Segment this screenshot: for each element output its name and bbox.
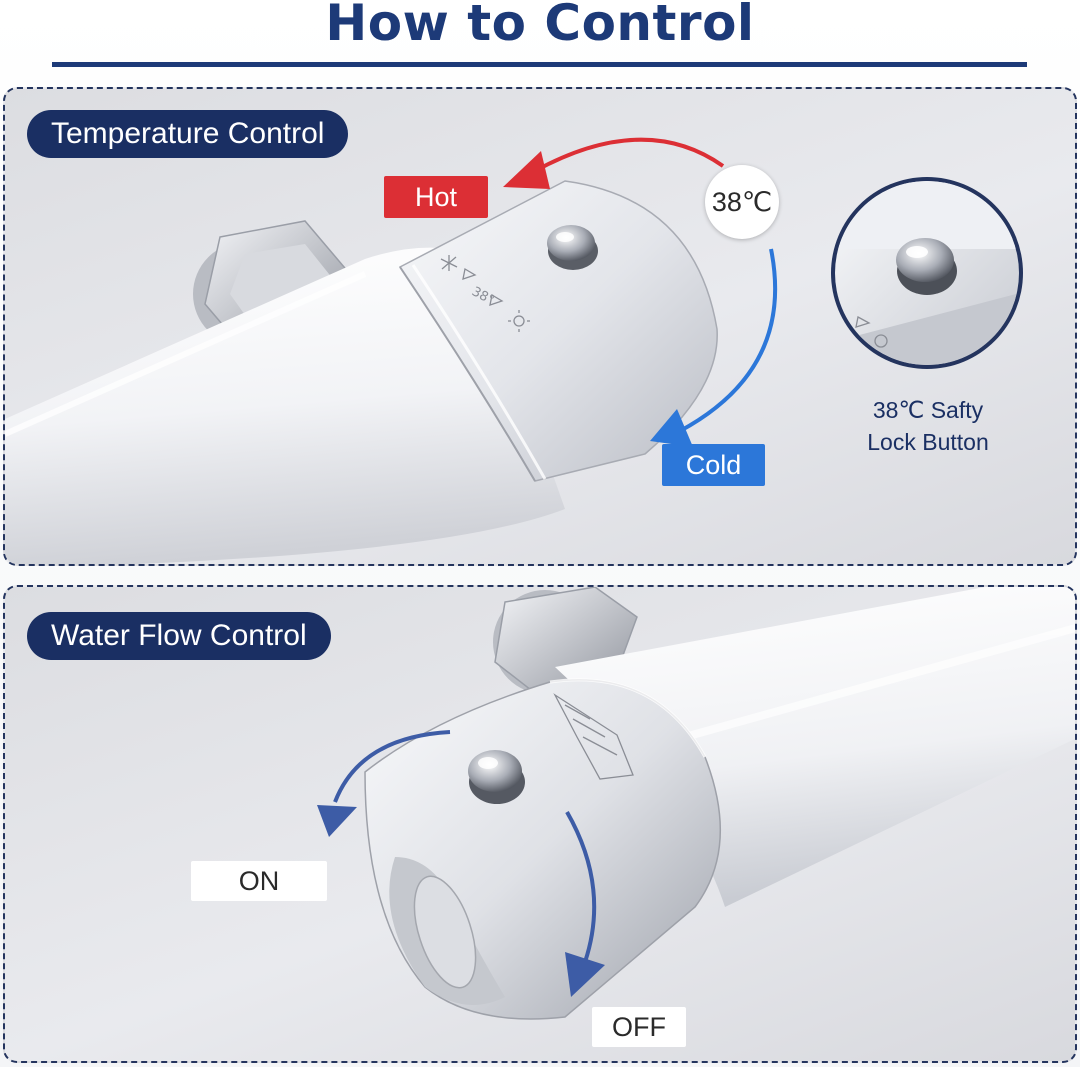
temperature-control-label: Temperature Control xyxy=(27,110,349,158)
flow-knob[interactable] xyxy=(364,678,722,1020)
water-flow-control-label: Water Flow Control xyxy=(27,612,331,660)
hot-label: Hot xyxy=(384,176,488,218)
page-title: How to Control xyxy=(325,0,755,52)
hot-direction-arrow xyxy=(503,137,725,189)
lock-caption-line1: 38℃ Safty xyxy=(872,397,984,423)
water-flow-control-panel: Water Flow Control ON OFF xyxy=(3,585,1077,1063)
safety-lock-button[interactable] xyxy=(547,225,598,270)
triangle-arrow-icon xyxy=(462,267,477,280)
lock-button-closeup xyxy=(831,177,1023,369)
flow-button[interactable] xyxy=(468,750,525,804)
temperature-control-panel: 38° xyxy=(3,87,1077,566)
temperature-knob[interactable] xyxy=(398,180,718,482)
on-direction-arrow xyxy=(317,730,451,837)
thermostat-illustration: 38° xyxy=(5,137,1023,564)
lock-button-caption: 38℃ Safty Lock Button xyxy=(833,394,1023,458)
on-label: ON xyxy=(191,861,327,901)
snowflake-icon xyxy=(440,255,458,271)
temperature-value-badge: 38℃ xyxy=(705,165,779,239)
flow-scale-icon xyxy=(553,693,634,780)
sun-icon xyxy=(508,310,530,332)
title-underline xyxy=(52,62,1027,67)
cold-label: Cold xyxy=(662,444,765,486)
off-label: OFF xyxy=(592,1007,686,1047)
cold-direction-arrow xyxy=(650,248,778,447)
thermostat-body xyxy=(5,247,565,564)
off-direction-arrow xyxy=(565,811,605,997)
lock-caption-line2: Lock Button xyxy=(867,429,989,455)
flow-valve-illustration xyxy=(317,587,1075,1020)
